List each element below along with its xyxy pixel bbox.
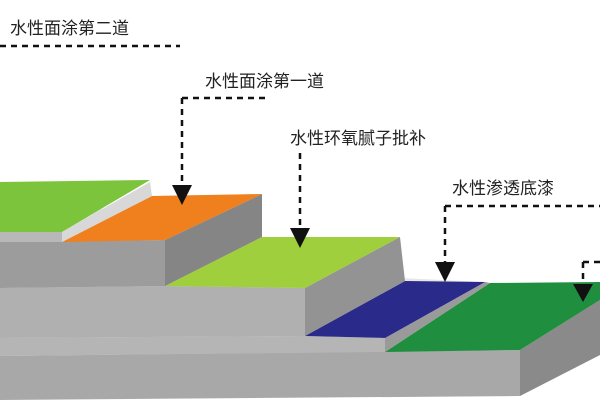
slab-3-right <box>305 237 405 336</box>
label-topcoat-first: 水性面涂第一道 <box>205 72 324 92</box>
arrow-heads <box>172 185 593 302</box>
slab-2-right <box>385 282 490 352</box>
slab-4-right <box>165 194 262 286</box>
label-penetrating-primer: 水性渗透底漆 <box>452 179 554 199</box>
label-epoxy-putty: 水性环氧腻子批补 <box>290 129 426 149</box>
slab-3-front <box>0 286 305 338</box>
slab-5-edge <box>62 182 152 242</box>
base-layer-green-surface <box>385 282 600 352</box>
topcoat-second-surface <box>0 180 150 232</box>
slab-1-front <box>0 350 520 400</box>
arrow-topcoat-first-icon <box>172 185 192 205</box>
putty-layer-surface <box>165 237 400 288</box>
slab-5-front <box>0 232 62 242</box>
slab-5 <box>0 180 152 242</box>
arrow-primer-icon <box>435 262 455 282</box>
leader-lines <box>0 44 600 286</box>
slab-4 <box>0 194 262 288</box>
slab-4-front <box>0 240 165 288</box>
slab-1-side <box>520 300 600 396</box>
arrow-epoxy-putty-icon <box>290 228 310 248</box>
topcoat-first-surface <box>62 194 262 242</box>
primer-layer-surface <box>305 281 485 338</box>
slab-2-front <box>0 336 385 356</box>
label-topcoat-second: 水性面涂第二道 <box>10 19 129 39</box>
arrow-base-icon <box>573 284 593 302</box>
